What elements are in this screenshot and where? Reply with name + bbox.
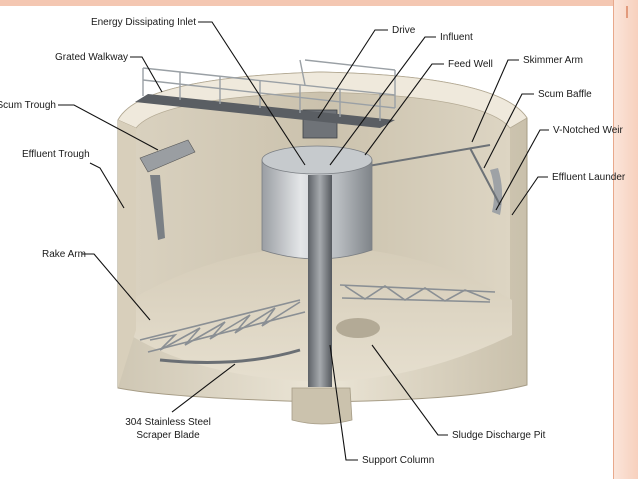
leader-v-notched-weir xyxy=(495,129,549,211)
leader-feed-well xyxy=(364,63,444,156)
sludge-pit xyxy=(336,318,380,338)
leader-scum-baffle xyxy=(483,93,534,169)
leader-skimmer-arm xyxy=(471,59,519,143)
label-scraper-blade-line1: 304 Stainless Steel xyxy=(125,417,211,428)
label-effluent-trough: Effluent Trough xyxy=(22,149,90,160)
tank-base-cone xyxy=(291,387,353,425)
label-scraper-blade-line2: Scraper Blade xyxy=(136,430,200,441)
label-influent: Influent xyxy=(440,32,473,43)
feed-well-top xyxy=(261,145,373,175)
leader-drive xyxy=(317,29,388,119)
rake-arm-left-web xyxy=(149,301,301,351)
leader-effluent-launder xyxy=(511,176,548,216)
slide-right-border xyxy=(613,0,638,479)
label-scum-baffle: Scum Baffle xyxy=(538,89,592,100)
skimmer-arm-blade xyxy=(469,147,501,206)
walkway-railing xyxy=(142,59,396,121)
label-feed-well: Feed Well xyxy=(448,59,493,70)
grated-walkway xyxy=(135,59,396,128)
label-rake-arm: Rake Arm xyxy=(42,249,86,260)
label-v-notched-weir: V-Notched Weir xyxy=(553,125,624,136)
leader-rake-arm xyxy=(82,253,151,321)
leader-support-column xyxy=(329,344,358,461)
leader-energy-dissipating-inlet xyxy=(198,21,306,166)
leader-sludge-discharge-pit xyxy=(371,344,448,436)
rake-arm-right-web xyxy=(344,285,491,302)
walkway-deck xyxy=(135,94,395,128)
label-scum-trough: Scum Trough xyxy=(0,100,56,111)
leader-effluent-trough xyxy=(89,162,125,209)
label-sludge-discharge-pit: Sludge Discharge Pit xyxy=(452,430,546,441)
label-drive: Drive xyxy=(392,25,416,36)
label-grated-walkway: Grated Walkway xyxy=(55,52,128,63)
label-skimmer-arm: Skimmer Arm xyxy=(523,55,583,66)
trough-left xyxy=(139,139,196,173)
support-column xyxy=(308,175,332,387)
slide-border-tick xyxy=(626,6,628,18)
leader-scum-trough xyxy=(58,104,159,151)
rake-arm xyxy=(139,284,496,364)
trough-left-support xyxy=(150,175,165,240)
leader-influent xyxy=(329,36,436,166)
label-support-column: Support Column xyxy=(362,455,434,466)
scraper-blade xyxy=(159,348,301,364)
leader-scraper-blade xyxy=(171,363,236,413)
tank-cut-face xyxy=(118,120,136,388)
rake-arm-left-chord xyxy=(139,299,306,353)
callouts: Energy Dissipating Inlet Drive Influent … xyxy=(0,17,626,466)
leader-grated-walkway xyxy=(130,56,163,93)
label-effluent-launder: Effluent Launder xyxy=(552,172,626,183)
label-energy-dissipating-inlet: Energy Dissipating Inlet xyxy=(91,17,196,28)
slide-top-border xyxy=(0,0,638,6)
